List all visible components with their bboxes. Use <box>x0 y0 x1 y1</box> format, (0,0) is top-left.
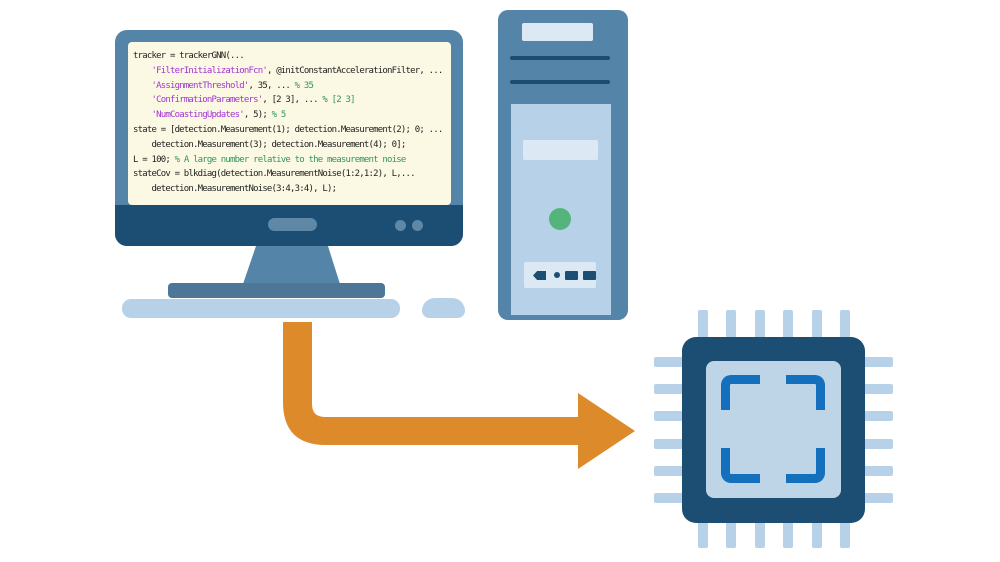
chip-pin <box>839 520 850 548</box>
speaker-grille <box>268 218 317 231</box>
code-line: 'ConfirmationParameters', [2 3], ... % [… <box>151 95 355 106</box>
code-line: tracker = trackerGNN(... <box>133 51 245 61</box>
focus-bracket-top-left-icon <box>721 375 760 410</box>
chip-pin <box>863 465 893 476</box>
tower-vent-line <box>510 56 610 60</box>
chip-pin <box>654 465 684 476</box>
chip-pin <box>754 310 765 338</box>
chip-pin <box>654 438 684 449</box>
chip-pin <box>863 438 893 449</box>
chip-pin <box>654 357 684 367</box>
tower-vent-line <box>510 80 610 84</box>
bezel-dot-icon <box>395 220 406 231</box>
eject-port-icon <box>533 271 546 280</box>
chip-pins-right <box>863 357 893 503</box>
code-line: 'FilterInitializationFcn', @initConstant… <box>151 65 443 76</box>
chip-pin <box>726 520 737 548</box>
code-line: state = [detection.Measurement(1); detec… <box>133 124 443 135</box>
chip-pin <box>783 310 794 338</box>
chip-pin <box>863 492 893 503</box>
monitor-screen <box>128 42 451 205</box>
focus-bracket-bottom-left-icon <box>721 448 760 483</box>
chip-pin <box>654 384 684 395</box>
focus-bracket-bottom-right-icon <box>786 448 825 483</box>
chip-pin <box>811 310 822 338</box>
monitor-stand-neck <box>243 246 340 284</box>
chip-pin <box>863 411 893 422</box>
chip-pins-top <box>698 310 850 338</box>
code-area: tracker = trackerGNN(... 'FilterInitiali… <box>133 49 449 199</box>
chip-pins-left <box>654 357 684 503</box>
code-line: detection.MeasurementNoise(3:4,3:4), L); <box>133 184 337 195</box>
chip-pin <box>783 520 794 548</box>
chip-pin <box>863 384 893 395</box>
chip-pins-bottom <box>698 520 850 548</box>
code-line: stateCov = blkdiag(detection.Measurement… <box>133 169 416 180</box>
tower-drive-bay <box>523 140 598 160</box>
chip-pin <box>698 310 708 338</box>
usb-port-icon <box>583 271 596 280</box>
code-line: 'AssignmentThreshold', 35, ... % 35 <box>151 80 314 91</box>
chip-pin <box>654 411 684 422</box>
bezel-dot-icon <box>412 220 423 231</box>
chip-pin <box>698 520 708 548</box>
code-line: 'NumCoastingUpdates', 5); % 5 <box>151 110 286 121</box>
chip-pin <box>839 310 850 338</box>
code-line: L = 100; % A large number relative to th… <box>133 154 406 165</box>
dot-port-icon <box>554 272 560 278</box>
usb-port-icon <box>565 271 578 280</box>
chip-pin <box>726 310 737 338</box>
keyboard-icon <box>122 299 400 318</box>
focus-bracket-top-right-icon <box>786 375 825 410</box>
monitor-stand-base <box>168 283 385 298</box>
chip-pin <box>863 357 893 367</box>
deploy-arrow-shape <box>283 322 635 469</box>
chip-pin <box>811 520 822 548</box>
code-line: detection.Measurement(3); detection.Meas… <box>133 139 406 150</box>
power-button-icon <box>549 208 571 230</box>
mouse-icon <box>422 298 465 318</box>
chip-pin <box>754 520 765 548</box>
tower-top-slot <box>522 23 593 41</box>
chip-pin <box>654 492 684 503</box>
